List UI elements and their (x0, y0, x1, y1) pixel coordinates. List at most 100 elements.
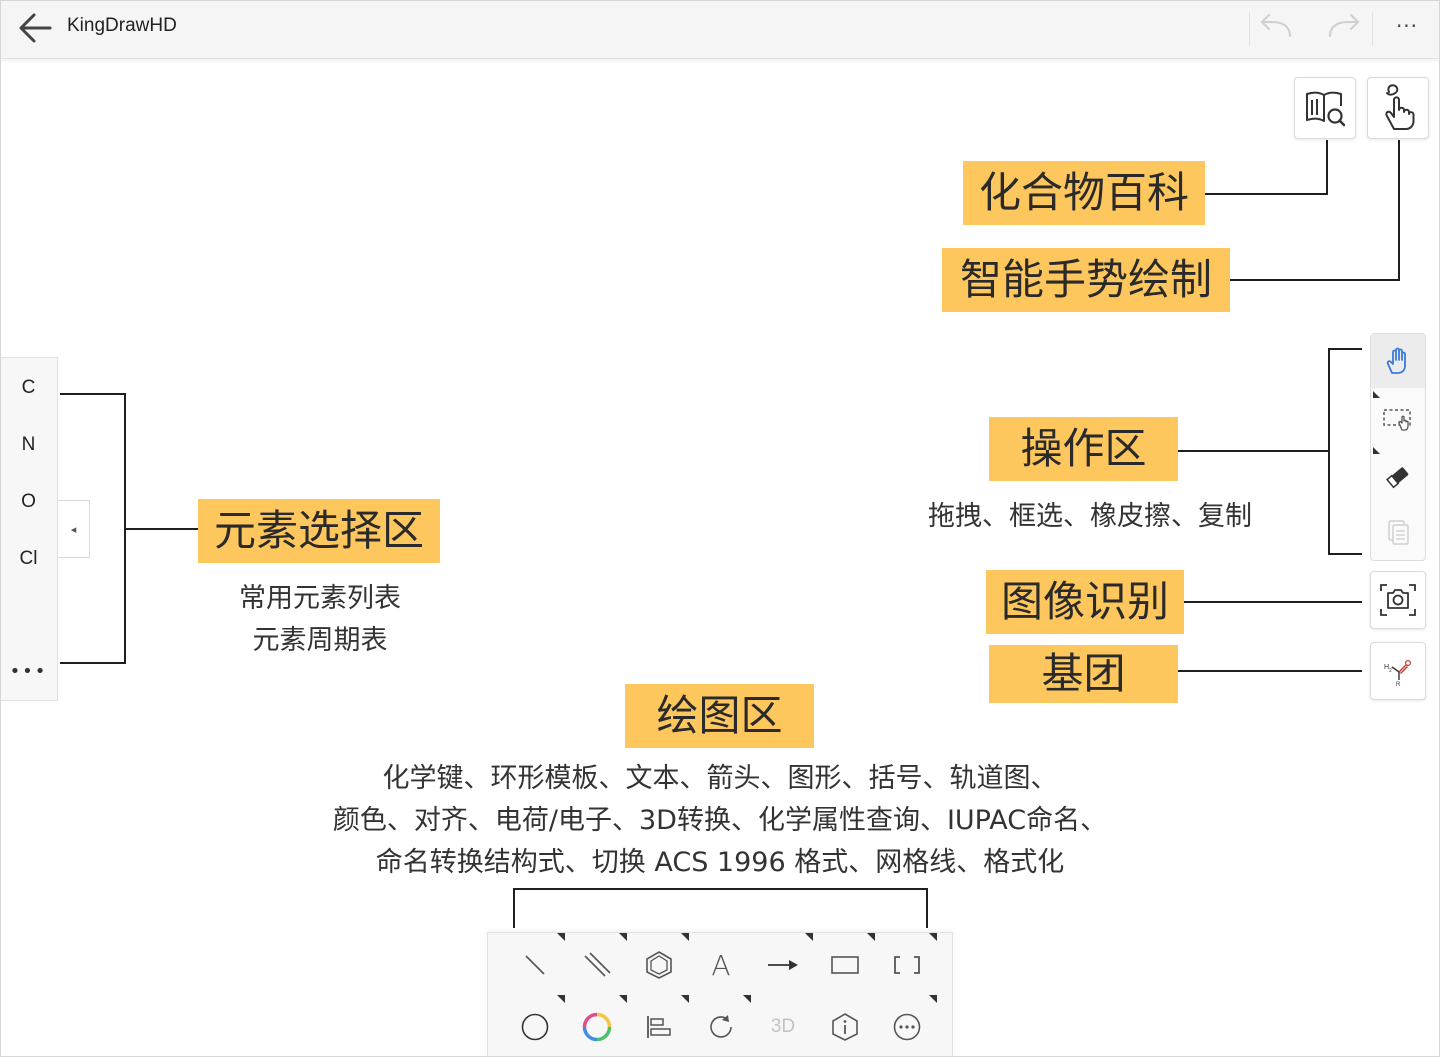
connector-line (60, 393, 126, 395)
connector-line (513, 888, 928, 890)
double-bond-icon (584, 952, 611, 977)
submenu-indicator (681, 995, 689, 1003)
orbital-tool[interactable] (504, 998, 566, 1056)
shape-tool[interactable] (814, 936, 876, 994)
callout-operation: 操作区 (989, 417, 1178, 481)
submenu-indicator (681, 933, 689, 941)
app-title: KingDrawHD (67, 15, 177, 36)
operation-toolbar (1370, 333, 1426, 561)
element-nitrogen[interactable]: N (21, 434, 36, 455)
submenu-indicator (867, 933, 875, 941)
double-bond-tool[interactable] (566, 936, 628, 994)
connector-line (1398, 140, 1400, 281)
box-select-icon (1383, 409, 1411, 431)
drawing-description-3: 命名转换结构式、切换 ACS 1996 格式、网格线、格式化 (375, 847, 1065, 878)
functional-group-icon: H 2 R (1384, 659, 1412, 687)
submenu-indicator (619, 995, 627, 1003)
drawing-description-1: 化学键、环形模板、文本、箭头、图形、括号、轨道图、 (382, 763, 1058, 794)
connector-line (1230, 279, 1400, 281)
copy-tool[interactable] (1371, 506, 1425, 560)
element-description-1: 常用元素列表 (239, 583, 401, 614)
redo-icon (1329, 14, 1359, 37)
submenu-indicator (619, 933, 627, 941)
submenu-indicator (1373, 391, 1380, 398)
more-icon: ··· (1395, 14, 1419, 38)
submenu-indicator (743, 995, 751, 1003)
element-description-2: 元素周期表 (252, 625, 388, 656)
svg-text:R: R (1396, 682, 1401, 687)
connector-line (1205, 193, 1328, 195)
arrow-tool[interactable] (752, 936, 814, 994)
connector-line (60, 662, 126, 664)
connector-line (1178, 450, 1329, 452)
image-recognition-button[interactable] (1370, 571, 1426, 629)
eraser-tool[interactable] (1371, 450, 1425, 504)
submenu-indicator (557, 995, 565, 1003)
element-carbon[interactable]: C (21, 377, 36, 398)
undo-button[interactable] (1256, 12, 1296, 44)
more-tools-button[interactable] (876, 998, 938, 1056)
submenu-indicator (929, 995, 937, 1003)
callout-encyclopedia: 化合物百科 (963, 161, 1205, 225)
submenu-indicator (805, 933, 813, 941)
connector-line (1178, 670, 1362, 672)
toolbar-divider (1249, 12, 1250, 46)
chemical-property-tool[interactable] (814, 998, 876, 1056)
connector-line (1326, 140, 1328, 195)
ellipsis-circle-icon (893, 1013, 921, 1041)
compound-encyclopedia-button[interactable] (1294, 77, 1356, 139)
3d-transform-tool[interactable]: 3D (752, 998, 814, 1056)
more-elements-button[interactable]: ••• (9, 661, 48, 682)
gesture-hand-icon (1385, 84, 1415, 130)
drawing-description-2: 颜色、对齐、电荷/电子、3D转换、化学属性查询、IUPAC命名、 (332, 805, 1108, 836)
ring-template-tool[interactable] (628, 936, 690, 994)
single-bond-icon (525, 955, 545, 975)
element-list: C N O Cl ••• (0, 357, 58, 701)
connector-line (1184, 601, 1362, 603)
drawing-toolbar: A 3D (487, 932, 953, 1057)
element-chlorine[interactable]: Cl (19, 548, 38, 569)
color-tool[interactable] (566, 998, 628, 1056)
connector-line (1328, 348, 1330, 555)
ring-template-icon (646, 951, 672, 979)
box-select-tool[interactable] (1371, 392, 1425, 446)
align-tool[interactable] (628, 998, 690, 1056)
eraser-icon (1386, 467, 1409, 489)
connector-line (513, 888, 515, 928)
connector-line (1328, 553, 1362, 555)
text-tool[interactable]: A (690, 936, 752, 994)
color-wheel-icon (582, 1012, 612, 1042)
camera-scan-icon (1380, 584, 1416, 616)
more-menu-button[interactable]: ··· (1390, 14, 1424, 44)
text-icon: A (711, 948, 731, 982)
charge-tool[interactable] (690, 998, 752, 1056)
submenu-indicator (557, 933, 565, 941)
functional-group-button[interactable]: H 2 R (1370, 642, 1426, 700)
collapse-panel-button[interactable]: ◂ (58, 500, 90, 558)
svg-text:H: H (1384, 664, 1389, 671)
copy-icon (1388, 520, 1409, 545)
submenu-indicator (929, 933, 937, 941)
element-oxygen[interactable]: O (21, 491, 36, 512)
callout-groups: 基团 (989, 645, 1178, 703)
back-button[interactable] (14, 10, 54, 46)
rotate-icon (710, 1015, 732, 1038)
smart-gesture-button[interactable] (1367, 77, 1429, 139)
single-bond-tool[interactable] (504, 936, 566, 994)
pan-tool[interactable] (1371, 334, 1425, 388)
callout-drawing: 绘图区 (625, 684, 814, 748)
3d-label: 3D (770, 1016, 796, 1037)
circle-icon (521, 1013, 549, 1041)
info-hexagon-icon (832, 1013, 858, 1041)
caret-left-icon: ◂ (70, 522, 77, 536)
svg-text:2: 2 (1389, 668, 1392, 674)
arrow-icon (768, 960, 798, 970)
redo-button[interactable] (1324, 12, 1364, 44)
connector-line (926, 888, 928, 928)
pan-hand-icon (1386, 347, 1406, 374)
bracket-tool[interactable] (876, 936, 938, 994)
callout-element-select: 元素选择区 (198, 499, 440, 563)
submenu-indicator (1373, 447, 1380, 454)
toolbar-divider (1372, 12, 1373, 46)
encyclopedia-book-icon (1306, 91, 1346, 127)
